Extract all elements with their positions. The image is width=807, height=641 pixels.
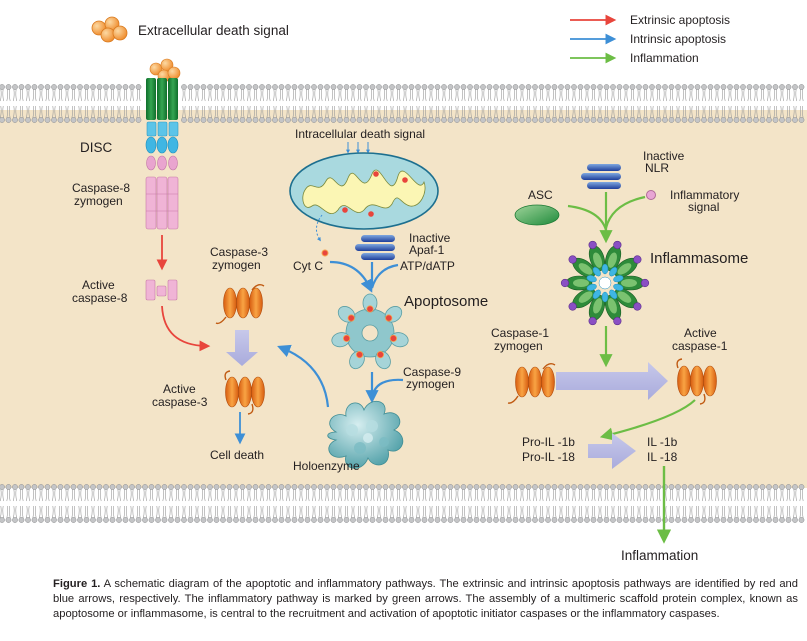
inflammasome-icon — [560, 240, 650, 326]
intracellular-signal-label: Intracellular death signal — [295, 127, 425, 141]
ligand-icon — [91, 16, 128, 43]
extrinsic-arrow-2 — [161, 305, 211, 352]
cytc-dot-icon — [321, 249, 329, 257]
disc-label: DISC — [80, 140, 113, 155]
apoptosome-label: Apoptosome — [404, 293, 488, 310]
figure-caption-text: A schematic diagram of the apoptotic and… — [53, 578, 798, 620]
il-1b-label: IL -1b — [647, 435, 678, 449]
active-caspase8-label-1: Active — [82, 278, 115, 292]
apoptosome-icon — [331, 293, 409, 370]
intrinsic-arrow-to-apoptosome — [329, 260, 373, 293]
caspase3-zymogen-label-1: Caspase-3 — [210, 245, 268, 259]
caspase8-zymogen-label-1: Caspase-8 — [72, 181, 130, 195]
holoenzyme-label: Holoenzyme — [293, 459, 360, 473]
caspase3-zymogen-label-2: zymogen — [212, 258, 261, 272]
legend: Extrinsic apoptosis Intrinsic apoptosis … — [570, 13, 730, 65]
inflammation-arrow-caspase1 — [599, 399, 696, 441]
inflammation-arrow-asc — [567, 204, 608, 231]
caspase3-zymogen-icon — [215, 283, 265, 325]
plasma-membrane-top — [0, 84, 805, 123]
caspase1-zymogen-label-1: Caspase-1 — [491, 326, 549, 340]
inactive-nlr-label-1: Inactive — [643, 149, 685, 163]
extracellular-signal-label: Extracellular death signal — [138, 23, 289, 38]
activation-arrow-caspase1 — [556, 362, 668, 400]
active-caspase8-icon — [145, 279, 178, 301]
inactive-apaf1-icon — [355, 235, 395, 260]
caspase1-zymogen-label-2: zymogen — [494, 339, 543, 353]
active-caspase3-icon — [224, 370, 265, 415]
caspase1-zymogen-icon — [507, 362, 556, 404]
inflammation-arrow-signal — [604, 195, 646, 229]
cell-death-label: Cell death — [210, 448, 264, 462]
intrinsic-arrow-atp — [370, 263, 399, 289]
inflammatory-signal-icon — [646, 190, 656, 200]
inflammasome-label: Inflammasome — [650, 250, 748, 267]
active-caspase1-label-2: caspase-1 — [672, 339, 728, 353]
atp-datp-label: ATP/dATP — [400, 259, 455, 273]
activation-arrow-caspase3 — [226, 330, 258, 366]
signal-arrows-icon — [346, 142, 370, 154]
active-caspase1-icon — [676, 358, 717, 405]
cytc-label: Cyt C — [293, 259, 323, 273]
caspase9-zymogen-label-2: zymogen — [406, 377, 455, 391]
intrinsic-arrow-holoenzyme — [277, 344, 330, 408]
figure-caption: Figure 1. A schematic diagram of the apo… — [53, 577, 798, 621]
legend-extrinsic-label: Extrinsic apoptosis — [630, 13, 730, 27]
processing-arrow-il — [588, 433, 636, 469]
figure-caption-label: Figure 1. — [53, 578, 101, 590]
inflammation-output-label: Inflammation — [621, 548, 698, 563]
inactive-nlr-label-2: NLR — [645, 161, 669, 175]
il-18-label: IL -18 — [647, 450, 678, 464]
asc-label: ASC — [528, 188, 553, 202]
inflammatory-signal-label-1: Inflammatory — [670, 188, 739, 202]
active-caspase8-label-2: caspase-8 — [72, 291, 128, 305]
inactive-apaf1-label-2: Apaf-1 — [409, 243, 445, 257]
active-caspase3-label-2: caspase-3 — [152, 395, 208, 409]
legend-inflammation-label: Inflammation — [630, 51, 699, 65]
caspase9-zymogen-label-1: Caspase-9 — [403, 365, 461, 379]
cytc-release-arrow — [316, 214, 323, 242]
inflammatory-signal-label-2: signal — [688, 200, 719, 214]
legend-intrinsic-label: Intrinsic apoptosis — [630, 32, 726, 46]
inactive-nlr-icon — [581, 164, 621, 189]
inactive-apaf1-label-1: Inactive — [409, 231, 451, 245]
active-caspase1-label-1: Active — [684, 326, 717, 340]
death-receptor-icon — [145, 58, 181, 230]
asc-icon — [514, 204, 560, 226]
holoenzyme-icon — [327, 401, 404, 469]
plasma-membrane-bottom — [0, 484, 805, 523]
active-caspase3-label-1: Active — [163, 382, 196, 396]
caspase8-zymogen-label-2: zymogen — [74, 194, 123, 208]
pro-il-1b-label: Pro-IL -1b — [522, 435, 575, 449]
mitochondrion-icon — [289, 152, 439, 230]
pro-il-18-label: Pro-IL -18 — [522, 450, 575, 464]
